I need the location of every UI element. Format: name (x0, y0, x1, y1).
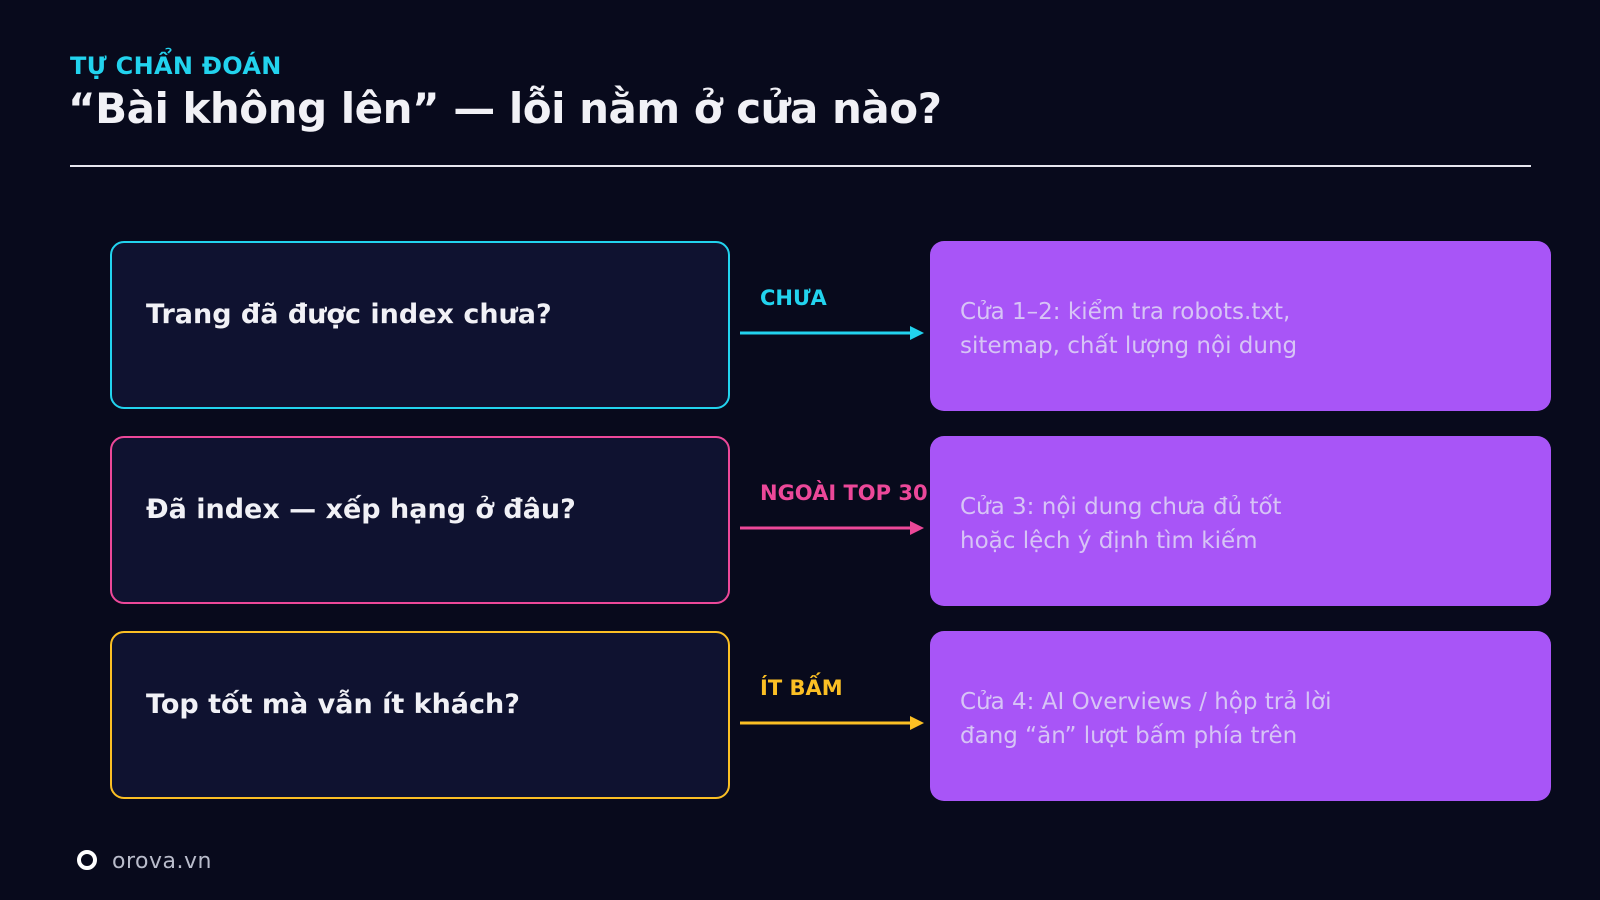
question-text: Top tốt mà vẫn ít khách? (146, 688, 520, 720)
connector-label-few-clicks: ÍT BẤM (760, 676, 843, 700)
answer-line: hoặc lệch ý định tìm kiếm (960, 528, 1258, 554)
question-text: Đã index — xếp hạng ở đâu? (146, 493, 576, 525)
answer-box-gate-4: Cửa 4: AI Overviews / hộp trả lời đang “… (930, 631, 1551, 801)
answer-line: Cửa 4: AI Overviews / hộp trả lời (960, 689, 1332, 715)
connector-label-outside-top30: NGOÀI TOP 30 (760, 481, 928, 505)
footer-brand: orova.vn (112, 849, 212, 874)
page-title: “Bài không lên” — lỗi nằm ở cửa nào? (68, 84, 942, 133)
question-box-ranking: Đã index — xếp hạng ở đâu? (110, 436, 730, 604)
connector-label-chua: CHƯA (760, 286, 827, 310)
arrow-right-icon (740, 716, 924, 730)
question-text: Trang đã được index chưa? (146, 298, 552, 330)
answer-line: Cửa 3: nội dung chưa đủ tốt (960, 494, 1282, 520)
answer-line: sitemap, chất lượng nội dung (960, 333, 1298, 359)
answer-line: Cửa 1–2: kiểm tra robots.txt, (960, 299, 1291, 325)
answer-box-gate-3: Cửa 3: nội dung chưa đủ tốt hoặc lệch ý … (930, 436, 1551, 606)
answer-line: đang “ăn” lượt bấm phía trên (960, 723, 1298, 749)
answer-box-gate-1-2: Cửa 1–2: kiểm tra robots.txt, sitemap, c… (930, 241, 1551, 411)
ring-logo-icon (77, 850, 97, 870)
arrow-right-icon (740, 521, 924, 535)
title-divider (70, 165, 1531, 167)
question-box-index: Trang đã được index chưa? (110, 241, 730, 409)
question-box-clicks: Top tốt mà vẫn ít khách? (110, 631, 730, 799)
kicker-label: TỰ CHẨN ĐOÁN (70, 52, 282, 80)
arrow-right-icon (740, 326, 924, 340)
